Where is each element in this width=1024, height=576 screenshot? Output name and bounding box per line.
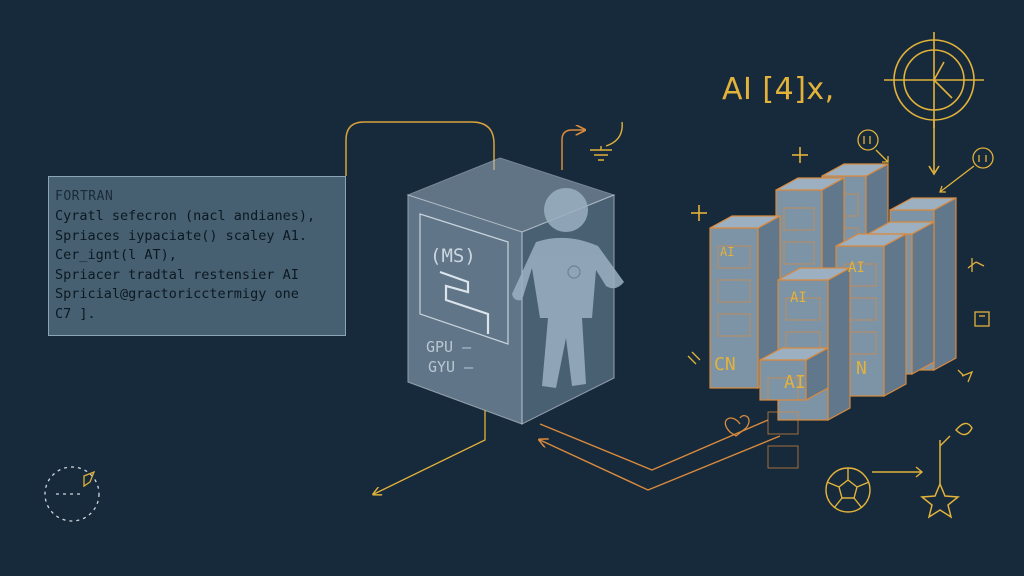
code-panel-title: FORTRAN [55,189,114,204]
cluster-top-label-1: AI [790,290,807,306]
cluster-return-arrow-2 [539,419,769,471]
star-icon [920,440,960,519]
code-panel: FORTRAN Cyratl sefecron (nacl andianes),… [48,176,346,336]
cluster-label-cn: CN [714,354,736,375]
gpu-label-2: GYU – [428,358,474,376]
headline-text: AI [4]x, [722,72,835,107]
cluster-box [709,214,781,390]
gpu-label-1: GPU – [426,338,472,356]
cluster-top-label-3: AI [720,245,734,259]
cluster-return-arrow-1 [540,435,781,491]
gear-icon [967,258,985,272]
chart-badge-icon [857,129,889,163]
code-line: Spriacer tradtal restensier AI [55,266,299,283]
plus-icon [792,147,808,163]
plus-icon [691,205,707,221]
lens-icon [939,147,994,193]
cluster-top-label-2: AI [848,260,865,276]
cluster-label-ai: AI [784,372,806,393]
cluster-box [759,346,829,469]
satellite-dish-icon [939,422,973,447]
globe-icon [825,466,924,513]
code-line: Spricial@gractoricctermigy one [55,286,299,302]
server-down-connector [374,410,486,494]
tool-icon [957,369,974,383]
compute-cluster [709,162,957,469]
person-figure [512,188,624,388]
code-to-server-connector [345,121,495,176]
square-icon [974,311,990,327]
server-face-label: (MS) [430,245,476,267]
rocket-icon [44,466,100,522]
code-line: Cyratl sefecron (nacl andianes), [55,208,316,224]
heart-icon [724,414,750,437]
cluster-label-n: N [856,358,867,379]
code-line: C7 ]. [55,305,96,322]
code-line: Spriaces iypaciate() scaley A1. [55,227,307,244]
code-line: Cer_ignt(l AT), [55,247,177,263]
clock-icon [884,32,984,176]
pin-icon [687,351,701,365]
up-arrow-connector [561,130,584,170]
person-badge [567,265,581,279]
satellite-dish-icon [590,121,623,161]
